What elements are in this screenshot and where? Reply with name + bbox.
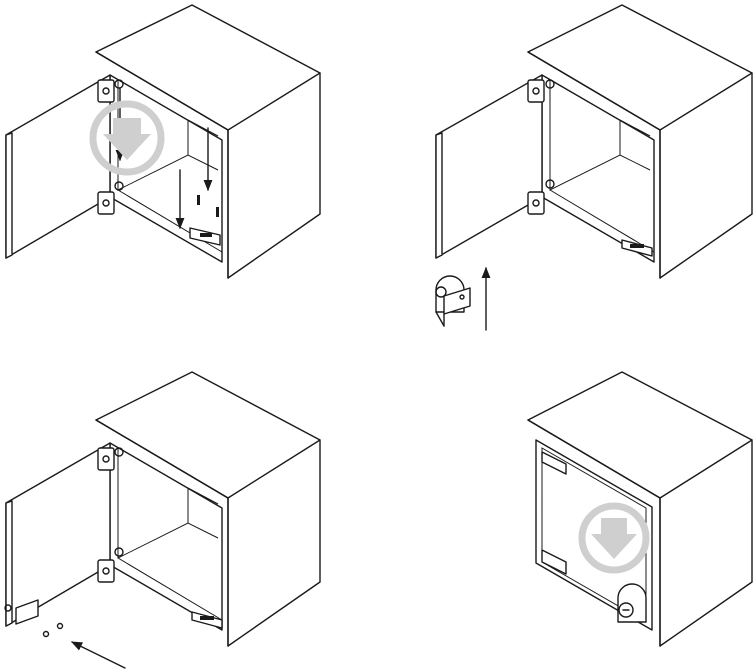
step-1-panel — [5, 4, 321, 279]
watermark-download-icon — [89, 100, 165, 176]
cabinet-door — [5, 74, 111, 259]
lock-body — [435, 275, 471, 327]
hinge-top — [97, 447, 115, 471]
hinge-bottom — [541, 549, 567, 575]
cabinet-door — [5, 442, 111, 627]
hinge-bottom — [527, 191, 545, 215]
screw-1 — [197, 195, 200, 205]
hinge-top — [97, 79, 115, 103]
screw-2 — [56, 622, 64, 630]
cabinet-door — [435, 74, 543, 259]
door-plate — [15, 599, 39, 625]
hinge-bottom — [97, 559, 115, 583]
hinge-bottom — [97, 191, 115, 215]
hinge-top — [527, 79, 545, 103]
arrow-left — [70, 641, 126, 669]
screw-2 — [216, 207, 219, 217]
lock-cylinder — [617, 583, 647, 623]
screw-1 — [42, 630, 50, 638]
step-4-panel — [527, 371, 753, 647]
step-2-panel — [435, 4, 753, 331]
step-3-panel — [4, 371, 321, 669]
hinge-top — [541, 451, 567, 475]
watermark-download-icon — [578, 502, 650, 574]
